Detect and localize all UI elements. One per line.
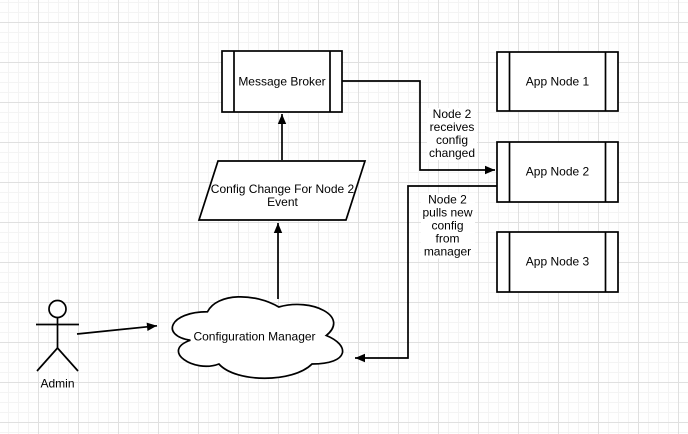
edge-app-node-2-to-manager[interactable]	[355, 185, 497, 363]
edge-broker-to-app-node-2[interactable]	[342, 80, 495, 175]
app-node-2-node[interactable]	[496, 141, 619, 203]
edge-label-node2-receives[interactable]: Node 2 receives config changed	[426, 106, 478, 160]
app-node-1-node[interactable]	[496, 51, 619, 112]
edge-label-node2-pulls[interactable]: Node 2 pulls new config from manager	[420, 192, 475, 258]
configuration-manager-node[interactable]	[171, 296, 344, 379]
app-node-3-node[interactable]	[496, 231, 619, 293]
message-broker-node[interactable]	[221, 50, 343, 113]
edge-admin-to-manager[interactable]	[76, 322, 158, 335]
admin-actor[interactable]	[36, 299, 79, 372]
config-change-event-node[interactable]	[197, 160, 367, 221]
